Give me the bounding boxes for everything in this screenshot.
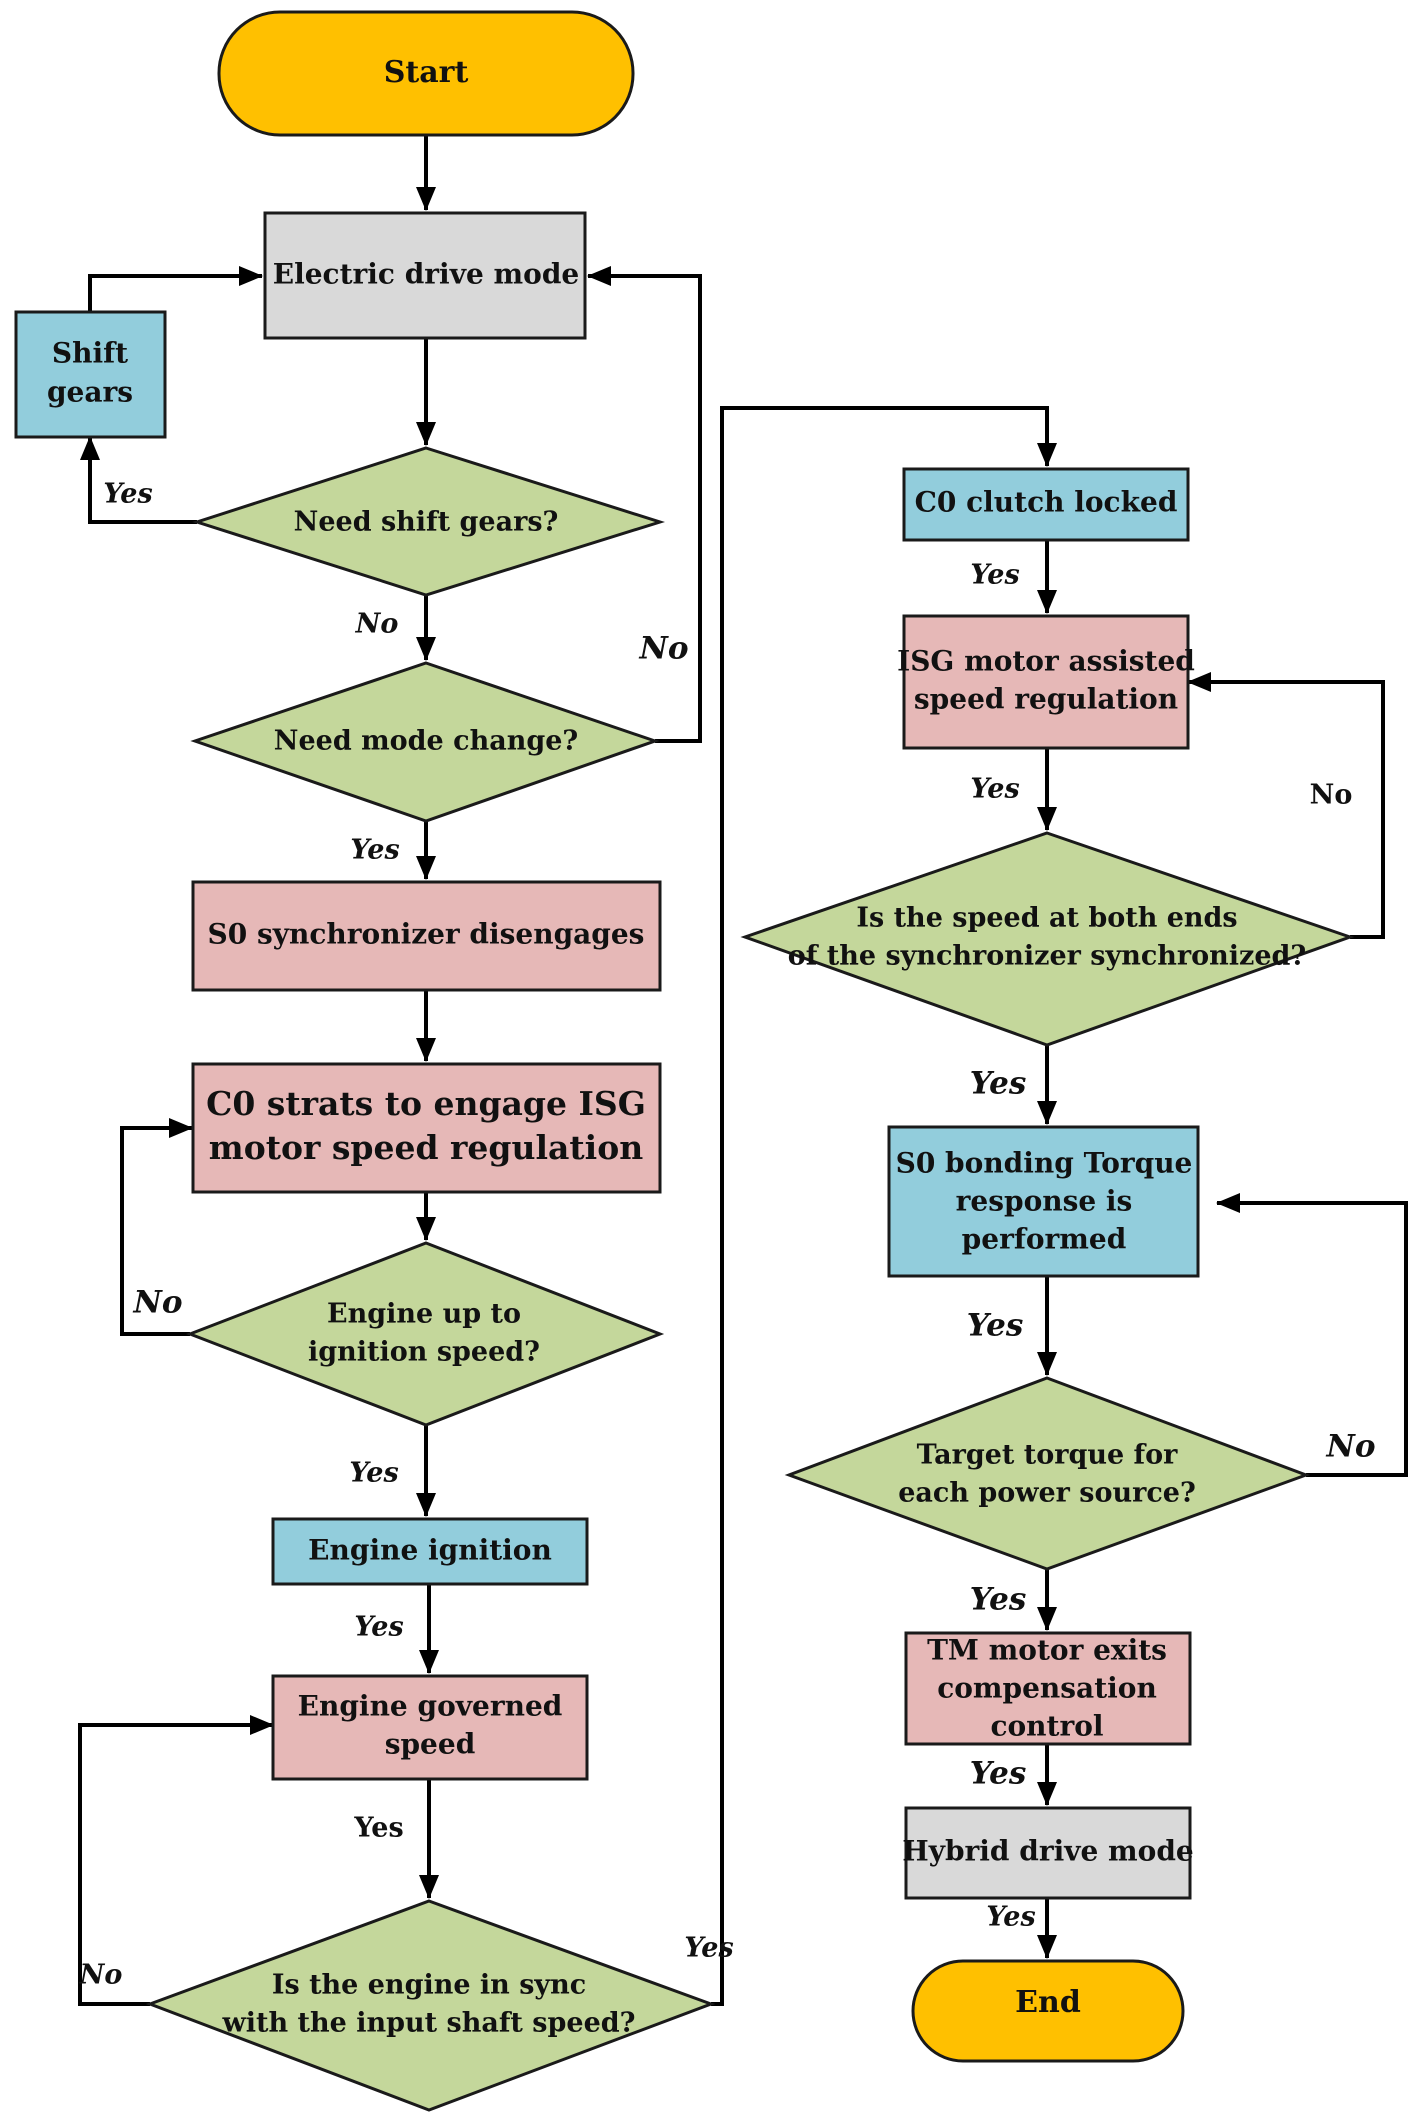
engine-governed-box: Engine governed speed <box>271 1674 589 1781</box>
speed-sync-shape <box>740 831 1355 1047</box>
end-label: End <box>1015 1985 1081 2020</box>
electric-drive-mode-shape <box>263 211 587 340</box>
s0-disengages-shape <box>191 880 662 992</box>
isg-assisted-shape <box>902 614 1190 750</box>
label-yes-speedsync: Yes <box>970 1066 1027 1102</box>
edge-needshift-to-shiftgears <box>80 436 197 524</box>
isg-assisted-box: ISG motor assisted speed regulation <box>897 614 1195 750</box>
end-shape <box>911 1959 1185 2063</box>
label-yes-c0locked: Yes <box>970 560 1019 591</box>
s0-disengages-box: S0 synchronizer disengages <box>191 880 662 992</box>
s0-disengages-label: S0 synchronizer disengages <box>208 918 645 951</box>
target-torque-label-line2: each power source? <box>898 1478 1196 1509</box>
engine-up-decision: Engine up to ignition speed? <box>185 1241 665 1427</box>
edge-shiftgears-to-electric <box>88 266 263 312</box>
c0-locked-label: C0 clutch locked <box>915 486 1178 519</box>
edge-sync-to-governed <box>78 1715 274 2006</box>
label-yes-isg: Yes <box>970 774 1019 805</box>
need-mode-change-label: Need mode change? <box>274 726 578 757</box>
target-torque-shape <box>784 1376 1311 1571</box>
electric-drive-mode-label: Electric drive mode <box>273 258 579 291</box>
target-torque-decision: Target torque for each power source? <box>784 1376 1311 1571</box>
s0-bonding-label-line1: S0 bonding Torque <box>896 1147 1193 1180</box>
s0-bonding-shape <box>887 1125 1200 1278</box>
label-yes-needmode: Yes <box>350 835 399 866</box>
label-yes-s0bonding: Yes <box>967 1308 1024 1344</box>
c0-locked-shape <box>902 467 1190 542</box>
label-yes-shift: Yes <box>103 479 152 510</box>
start-shape <box>217 10 635 137</box>
speed-sync-decision: Is the speed at both ends of the synchro… <box>740 831 1355 1047</box>
engine-sync-label-line2: with the input shaft speed? <box>222 2008 636 2039</box>
c0-engage-label-line2: motor speed regulation <box>209 1128 643 1167</box>
engine-ignition-shape <box>271 1517 589 1586</box>
label-no-target: No <box>1325 1429 1375 1465</box>
tm-exits-label-line1: TM motor exits <box>927 1634 1167 1667</box>
tm-exits-label-line3: control <box>990 1710 1103 1743</box>
label-yes-governed: Yes <box>353 1813 403 1844</box>
c0-locked-box: C0 clutch locked <box>902 467 1190 542</box>
engine-ignition-box: Engine ignition <box>271 1517 589 1586</box>
need-mode-change-shape <box>190 661 660 823</box>
label-yes-hybrid: Yes <box>986 1902 1035 1933</box>
label-yes-ignition: Yes <box>354 1612 403 1643</box>
c0-engage-label-line1: C0 strats to engage ISG <box>206 1084 646 1123</box>
label-no-speedsync: No <box>1310 780 1353 811</box>
start-terminal: Start <box>217 10 635 137</box>
edge-speedsync-to-isg <box>1187 672 1385 939</box>
c0-engage-box: C0 strats to engage ISG motor speed regu… <box>191 1062 662 1194</box>
edge-target-to-s0bonding <box>1216 1193 1408 1477</box>
label-yes-target: Yes <box>970 1582 1027 1618</box>
label-no-engineup: No <box>132 1285 182 1321</box>
engine-governed-label-line2: speed <box>385 1728 476 1761</box>
tm-exits-shape <box>904 1631 1192 1746</box>
tm-exits-box: TM motor exits compensation control <box>904 1631 1192 1746</box>
s0-bonding-box: S0 bonding Torque response is performed <box>887 1125 1200 1278</box>
speed-sync-label-line2: of the synchronizer synchronized? <box>788 941 1306 972</box>
label-no-needshift: No <box>355 609 399 640</box>
tm-exits-label-line2: compensation <box>937 1672 1157 1705</box>
need-shift-gears-decision: Need shift gears? <box>192 446 666 597</box>
engine-up-label-line2: ignition speed? <box>308 1337 540 1368</box>
need-mode-change-decision: Need mode change? <box>190 661 660 823</box>
engine-governed-label-line1: Engine governed <box>298 1690 563 1723</box>
edge-labels: Yes No No Yes No Yes Yes Yes No Yes Yes … <box>79 479 1376 1991</box>
s0-bonding-label-line2: response is <box>956 1185 1133 1218</box>
engine-governed-shape <box>271 1674 589 1781</box>
start-label: Start <box>384 55 469 90</box>
hybrid-drive-shape <box>904 1806 1192 1900</box>
label-no-needmode: No <box>638 631 688 667</box>
end-terminal: End <box>911 1959 1185 2063</box>
target-torque-label-line1: Target torque for <box>917 1440 1179 1471</box>
engine-sync-decision: Is the engine in sync with the input sha… <box>145 1899 716 2112</box>
shift-gears-label-line2: gears <box>47 376 133 409</box>
label-yes-sync: Yes <box>684 1933 733 1964</box>
s0-bonding-label-line3: performed <box>962 1223 1127 1256</box>
edge-engineup-to-c0 <box>120 1118 193 1336</box>
electric-drive-mode-box: Electric drive mode <box>263 211 587 340</box>
need-shift-gears-label: Need shift gears? <box>294 507 559 538</box>
engine-sync-shape <box>145 1899 716 2112</box>
label-no-sync: No <box>79 1960 123 1991</box>
edge-needmode-to-electric <box>587 266 702 743</box>
label-yes-tm: Yes <box>970 1756 1027 1792</box>
engine-up-label-line1: Engine up to <box>327 1299 521 1330</box>
engine-up-shape <box>185 1241 665 1427</box>
c0-engage-shape <box>191 1062 662 1194</box>
hybrid-drive-box: Hybrid drive mode <box>902 1806 1194 1900</box>
engine-ignition-label: Engine ignition <box>308 1534 552 1567</box>
edge-sync-to-c0locked <box>711 406 1057 2006</box>
speed-sync-label-line1: Is the speed at both ends <box>856 903 1237 934</box>
label-yes-engineup: Yes <box>349 1458 398 1489</box>
shift-gears-shape <box>14 310 167 439</box>
engine-sync-label-line1: Is the engine in sync <box>272 1970 586 2001</box>
edges <box>78 135 1408 2006</box>
shift-gears-label-line1: Shift <box>52 337 128 370</box>
need-shift-gears-shape <box>192 446 666 597</box>
isg-assisted-label-line2: speed regulation <box>914 683 1178 716</box>
isg-assisted-label-line1: ISG motor assisted <box>897 645 1195 678</box>
shift-gears-box: Shift gears <box>14 310 167 439</box>
hybrid-drive-label: Hybrid drive mode <box>902 1835 1194 1868</box>
